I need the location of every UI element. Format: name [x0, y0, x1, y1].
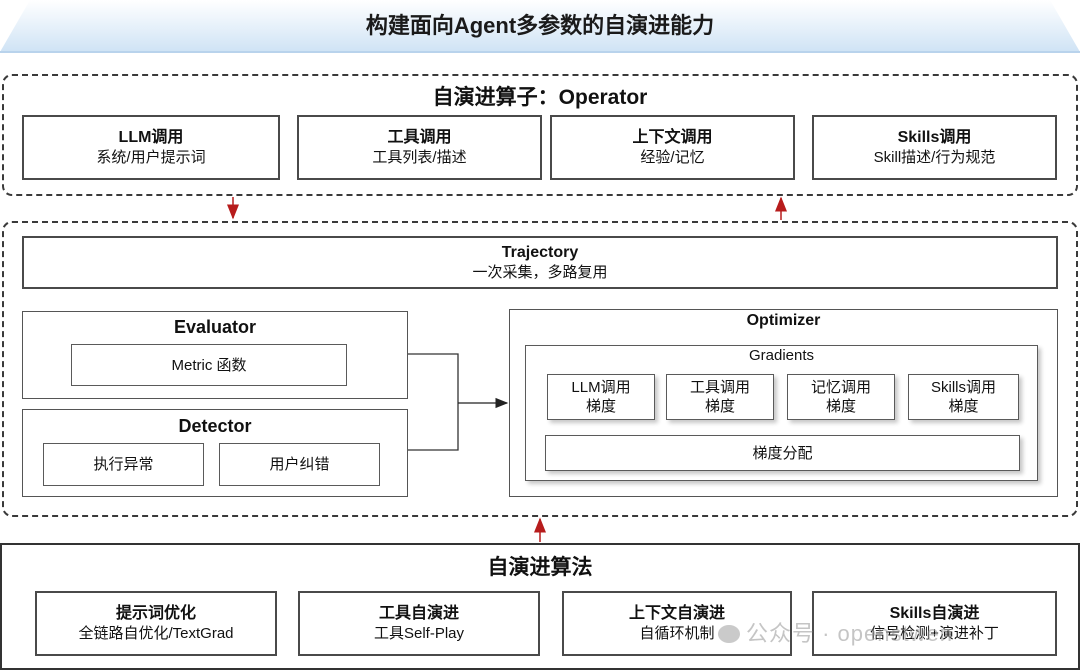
execution-error-box: 执行异常 [43, 443, 204, 486]
operator-card-subtitle: 系统/用户提示词 [96, 148, 206, 166]
gradient-allocation-box: 梯度分配 [545, 435, 1020, 471]
algorithm-card-skills: Skills自演进 信号检测+演进补丁 [812, 591, 1057, 656]
algorithm-title: 自演进算法 [487, 556, 593, 579]
title-banner [0, 0, 1080, 53]
metric-function-box: Metric 函数 [71, 344, 347, 386]
operator-card-title: LLM调用 [118, 128, 184, 146]
gradient-label: 记忆调用 [810, 379, 871, 396]
algorithm-card-subtitle: 工具Self-Play [373, 624, 465, 642]
algorithm-card-title: Skills自演进 [889, 604, 980, 622]
algorithm-card-subtitle: 自循环机制 [639, 624, 715, 642]
algorithm-card-subtitle: 信号检测+演进补丁 [870, 624, 999, 642]
detector-box [22, 409, 408, 497]
algorithm-card-title: 提示词优化 [115, 604, 196, 622]
gradient-label: 工具调用 [689, 379, 750, 396]
operator-card-llm: LLM调用 系统/用户提示词 [22, 115, 280, 180]
gradient-sublabel: 梯度 [948, 398, 979, 415]
algorithm-card-title: 上下文自演进 [628, 604, 725, 622]
watermark-text: 公众号 · openstwen [746, 621, 953, 646]
operator-card-subtitle: 工具列表/描述 [372, 148, 467, 166]
algorithm-card-context: 上下文自演进 自循环机制 [562, 591, 792, 656]
algorithm-card-prompt: 提示词优化 全链路自优化/TextGrad [35, 591, 277, 656]
operator-card-context: 上下文调用 经验/记忆 [550, 115, 795, 180]
user-correction-box: 用户纠错 [219, 443, 380, 486]
watermark: 公众号 · openstwen [718, 616, 953, 648]
wechat-icon [718, 625, 740, 643]
optimizer-box [509, 309, 1058, 497]
middle-section [2, 221, 1078, 517]
operator-title: 自演进算子：Operator [432, 86, 648, 109]
trajectory-subtitle: 一次采集，多路复用 [472, 263, 608, 281]
operator-card-subtitle: 经验/记忆 [640, 148, 705, 166]
operator-card-tool: 工具调用 工具列表/描述 [297, 115, 542, 180]
algorithm-card-subtitle: 全链路自优化/TextGrad [78, 624, 234, 642]
evaluator-box [22, 311, 408, 399]
gradient-tool: 工具调用 梯度 [666, 374, 774, 420]
execution-error-label: 执行异常 [93, 456, 154, 473]
gradient-label: Skills调用 [930, 379, 996, 396]
metric-function-label: Metric 函数 [171, 356, 247, 374]
trajectory-title: Trajectory [501, 243, 579, 261]
gradient-skills: Skills调用 梯度 [908, 374, 1019, 420]
operator-section [2, 74, 1078, 196]
optimizer-title: Optimizer [746, 312, 821, 329]
gradient-memory: 记忆调用 梯度 [787, 374, 895, 420]
gradient-allocation-label: 梯度分配 [752, 444, 813, 462]
gradient-sublabel: 梯度 [825, 398, 856, 415]
trajectory-box: Trajectory 一次采集，多路复用 [22, 236, 1058, 289]
gradients-title: Gradients [748, 347, 815, 364]
gradient-label: LLM调用 [571, 379, 631, 396]
page-title: 构建面向Agent多参数的自演进能力 [365, 13, 715, 38]
gradient-sublabel: 梯度 [585, 398, 616, 415]
algorithm-card-tool: 工具自演进 工具Self-Play [298, 591, 540, 656]
user-correction-label: 用户纠错 [269, 456, 330, 473]
detector-title: Detector [178, 416, 252, 436]
operator-card-title: 上下文调用 [632, 128, 713, 146]
algorithm-card-title: 工具自演进 [378, 604, 459, 622]
operator-card-subtitle: Skill描述/行为规范 [873, 148, 996, 166]
gradient-sublabel: 梯度 [704, 398, 735, 415]
operator-card-title: 工具调用 [387, 128, 452, 146]
evaluator-title: Evaluator [173, 317, 257, 337]
algorithm-section [0, 543, 1080, 670]
gradient-llm: LLM调用 梯度 [547, 374, 655, 420]
operator-card-skills: Skills调用 Skill描述/行为规范 [812, 115, 1057, 180]
operator-card-title: Skills调用 [897, 128, 972, 146]
